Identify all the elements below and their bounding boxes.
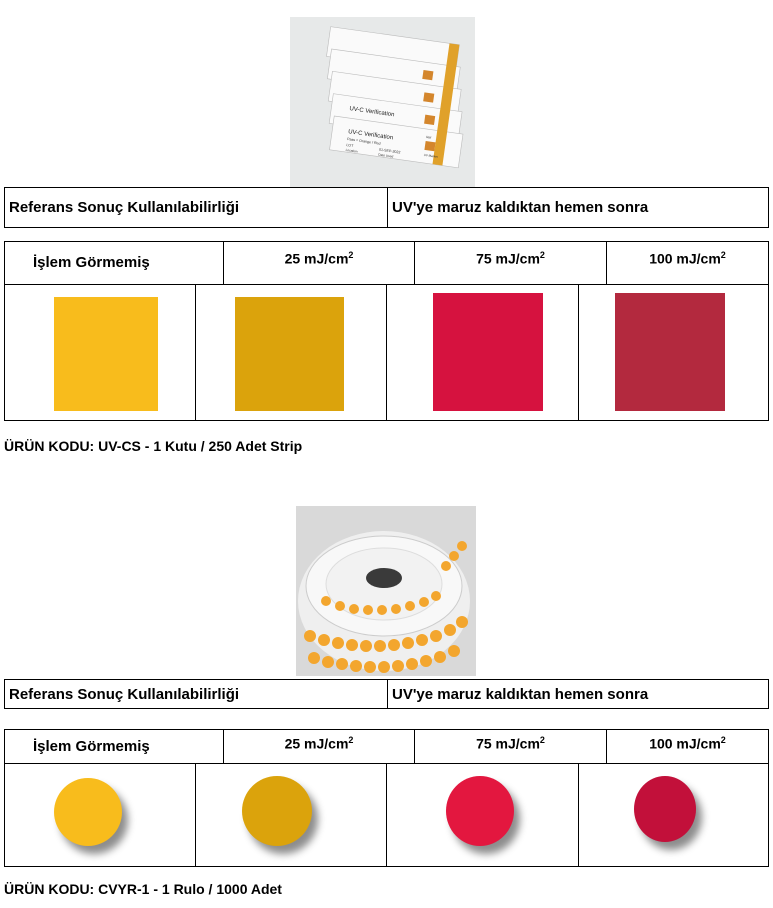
header-100: 100 mJ/cm2 [649,250,726,267]
strip-date-used-text: Date Used [378,153,394,159]
reference-result-table: Referans Sonuç Kullanılabilirliği UV'ye … [4,187,769,228]
header-untreated: İşlem Görmemiş [5,242,224,284]
dot-100 [634,776,696,842]
dot-untreated [54,778,122,846]
swatch-75 [433,293,543,411]
ref-value: UV'ye maruz kaldıktan hemen sonra [392,199,649,216]
ref-label: Referans Sonuç Kullanılabilirliği [5,680,388,708]
swatch-25 [235,297,344,411]
ref-label: Referans Sonuç Kullanılabilirliği [5,188,388,227]
reference-result-table: Referans Sonuç Kullanılabilirliği UV'ye … [4,679,769,709]
swatch-untreated [54,297,158,411]
dot-75 [446,776,514,846]
swatch-100 [615,293,725,411]
header-25: 25 mJ/cm2 [224,730,415,763]
product-code: ÜRÜN KODU: CVYR-1 - 1 Rulo / 1000 Adet [4,881,282,897]
ref-value: UV'ye maruz kaldıktan hemen sonra [392,685,649,703]
header-75: 75 mJ/cm2 [415,730,607,763]
color-reference-grid: İşlem Görmemiş 25 mJ/cm2 75 mJ/cm2 100 m… [4,241,769,421]
strip-marker-text: UV Marker [423,153,438,159]
uv-strip-photo: UV-C Verification UV-C Verification Pass… [290,17,475,187]
strip-ref-text: Ref [426,135,432,140]
header-25: 25 mJ/cm2 [224,242,415,284]
header-100: 100 mJ/cm2 [649,735,726,752]
color-reference-grid: İşlem Görmemiş 25 mJ/cm2 75 mJ/cm2 100 m… [4,729,769,867]
strip-date-text: 01-SEP-2022 [379,148,401,155]
strip-lot-text: LOT [346,143,354,148]
strip-location-text: Location [345,148,358,154]
header-untreated: İşlem Görmemiş [5,730,224,763]
product-code: ÜRÜN KODU: UV-CS - 1 Kutu / 250 Adet Str… [4,438,303,454]
header-75: 75 mJ/cm2 [415,242,607,284]
uv-dot-roll-photo [296,506,476,676]
strip-pass-text: Pass = Orange / Red [347,137,381,146]
dot-25 [242,776,312,846]
